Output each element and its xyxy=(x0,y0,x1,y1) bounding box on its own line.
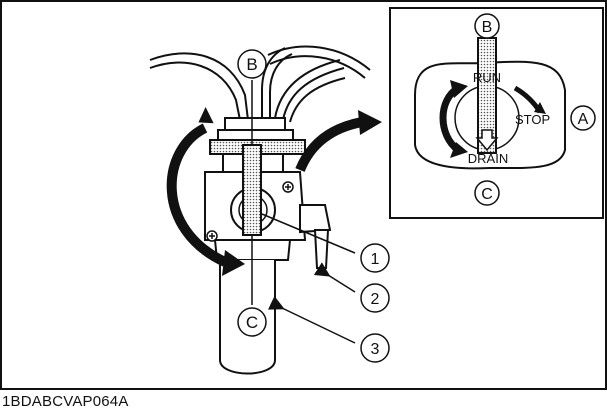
inset-label-a: A xyxy=(570,105,596,131)
figure-caption: 1BDABCVAP064A xyxy=(2,393,129,410)
figure-frame xyxy=(0,0,607,390)
svg-text:C: C xyxy=(246,313,258,332)
fuel-lines xyxy=(149,45,371,123)
inset-rotate-left-icon xyxy=(439,85,461,153)
callout-1: 1 xyxy=(261,213,390,273)
drain-label: DRAIN xyxy=(468,151,508,166)
lever-label-c: C xyxy=(237,307,267,337)
inset-label-b: B xyxy=(474,13,500,39)
rotate-arrow-right-icon xyxy=(295,117,364,172)
svg-text:A: A xyxy=(578,111,589,128)
svg-text:1: 1 xyxy=(371,251,380,268)
drain-arrow-icon xyxy=(475,129,499,152)
svg-text:B: B xyxy=(246,55,257,74)
svg-text:3: 3 xyxy=(371,341,380,358)
frame-bottom-rule xyxy=(0,388,607,390)
svg-text:2: 2 xyxy=(371,291,380,308)
lever-label-b: B xyxy=(237,49,267,79)
run-label: RUN xyxy=(473,70,501,85)
rotate-arrow-left-icon xyxy=(166,123,228,267)
svg-text:C: C xyxy=(481,186,493,203)
svg-text:B: B xyxy=(482,19,493,36)
fuel-cock-lever xyxy=(242,144,262,236)
stop-label: STOP xyxy=(515,112,550,127)
inset-label-c: C xyxy=(474,180,500,206)
callout-2: 2 xyxy=(313,262,390,313)
screw-icon xyxy=(206,181,294,242)
callout-3: 3 xyxy=(267,296,390,363)
